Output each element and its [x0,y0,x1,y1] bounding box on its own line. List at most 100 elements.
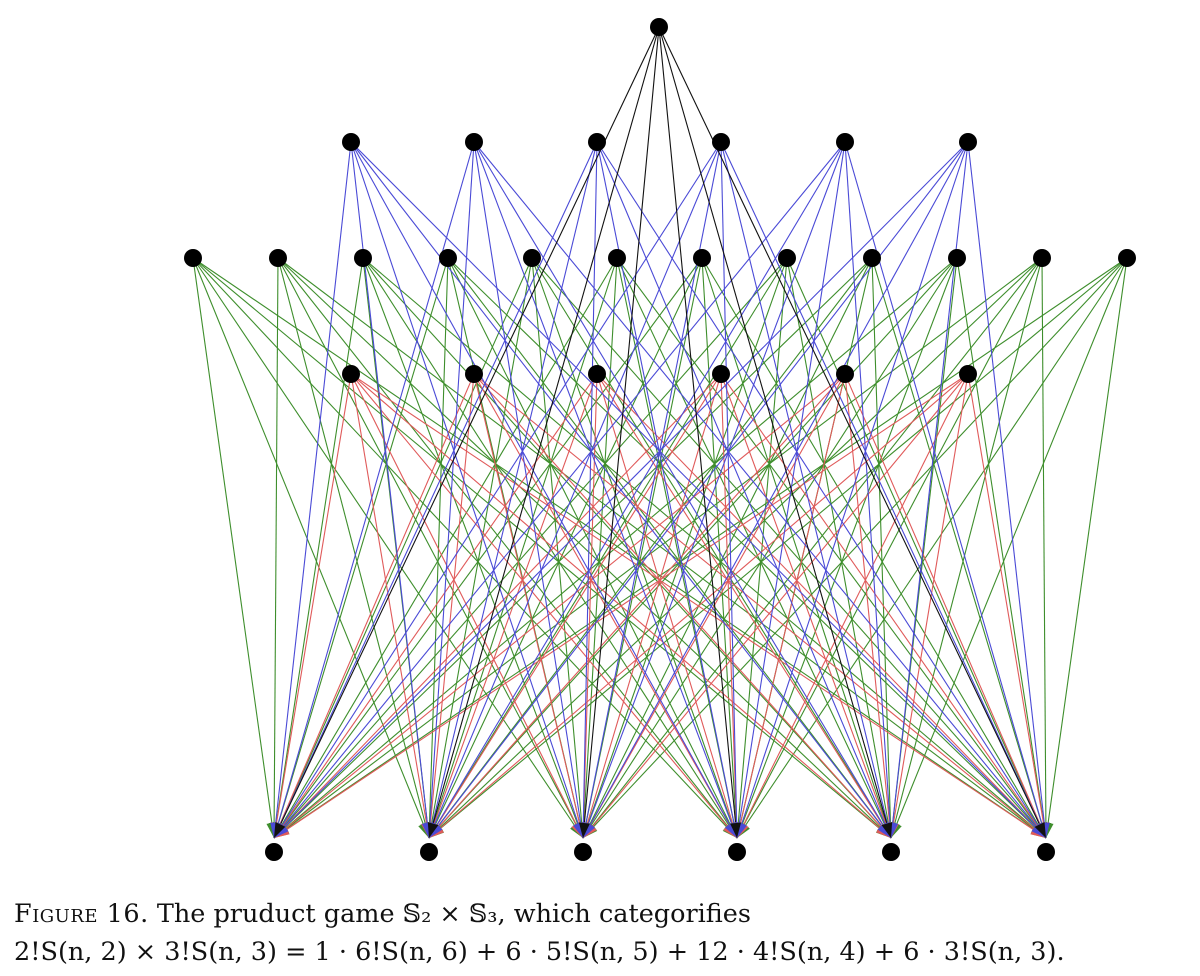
third-row-node [778,249,796,267]
second-row-edge [473,141,738,839]
third-row-edge [428,257,1043,839]
second-row-edge [273,141,598,839]
fourth-row-edge [350,373,584,839]
bottom-node [265,843,283,861]
second-row-edge [273,141,969,839]
third-row-edge [277,257,1047,839]
fourth-row-edge [473,373,584,839]
fourth-row-node [712,365,730,383]
fourth-row-edge [720,373,738,839]
second-row-arrowhead [429,822,443,838]
fourth-row-edge [428,373,846,839]
third-row-edge [1041,257,1047,839]
top-arrowhead [1034,822,1046,838]
third-row-edge [428,257,788,839]
third-row-edge [428,257,618,839]
third-row-edge [192,257,430,839]
second-row-node [712,133,730,151]
caption-equation: 2!S(n, 2) × 3!S(n, 3) = 1 · 6!S(n, 6) + … [14,937,1065,967]
caption-text: The pruduct game 𝕊₂ × 𝕊₃, which categori… [156,899,751,929]
third-row-node [693,249,711,267]
second-row-edge [582,141,846,839]
fourth-row-edge [273,373,722,839]
third-row-edge [701,257,738,839]
second-row-edge [273,141,722,839]
fourth-row-edge [596,373,738,839]
third-row-edge [192,257,1047,839]
fourth-row-edge [582,373,846,839]
third-row-node [269,249,287,267]
bottom-node [882,843,900,861]
third-row-edge [616,257,1047,839]
top-edge [658,26,1047,839]
second-row-edge [582,141,969,839]
third-row-edge [531,257,1047,839]
fourth-row-edge [273,373,846,839]
fourth-row-node [465,365,483,383]
nodes-layer [184,18,1136,861]
third-row-edge [890,257,1043,839]
top-arrowhead [427,822,439,838]
third-row-edge [192,257,892,839]
fourth-row-edge [428,373,598,839]
second-row-edge [350,141,430,839]
bottom-node [420,843,438,861]
second-row-edge [350,141,738,839]
third-row-node [1118,249,1136,267]
third-row-edge [192,257,275,839]
third-row-edge [277,257,584,839]
third-row-node [184,249,202,267]
third-row-edge [786,257,892,839]
third-row-edge [616,257,892,839]
third-row-node [439,249,457,267]
second-row-node [836,133,854,151]
top-edge [273,26,660,839]
fourth-row-edge [582,373,969,839]
third-row-edge [428,257,703,839]
third-row-edge [582,257,618,839]
third-row-node [608,249,626,267]
second-row-edge [350,141,584,839]
third-row-edge [531,257,584,839]
second-row-edge [967,141,1047,839]
second-row-node [342,133,360,151]
second-row-edge [428,141,598,839]
third-row-edge [273,257,364,839]
third-row-edge [273,257,703,839]
third-row-edge [428,257,533,839]
second-row-edge [736,141,969,839]
arrowheads-layer [266,822,1054,838]
edges-layer [192,26,1128,839]
third-row-edge [273,257,279,839]
third-row-node [948,249,966,267]
third-row-node [523,249,541,267]
third-row-edge [736,257,1128,839]
fourth-row-node [342,365,360,383]
top-node [650,18,668,36]
second-row-node [465,133,483,151]
bottom-node [574,843,592,861]
top-edge [658,26,892,839]
fourth-row-edge [890,373,969,839]
second-row-edge [890,141,969,839]
fourth-row-edge [273,373,352,839]
second-row-edge [428,141,846,839]
figure-label: Figure 16. [14,899,149,929]
third-row-edge [447,257,738,839]
fourth-row-edge [428,373,722,839]
third-row-edge [736,257,788,839]
fourth-row-edge [967,373,1047,839]
third-row-edge [273,257,1128,839]
third-row-edge [277,257,892,839]
third-row-edge [273,257,788,839]
third-row-edge [362,257,1047,839]
third-row-edge [582,257,1128,839]
third-row-edge [192,257,738,839]
fourth-row-edge [582,373,598,839]
third-row-edge [531,257,892,839]
third-row-node [354,249,372,267]
third-row-edge [362,257,738,839]
fourth-row-node [588,365,606,383]
second-row-edge [473,141,584,839]
third-row-edge [701,257,1047,839]
